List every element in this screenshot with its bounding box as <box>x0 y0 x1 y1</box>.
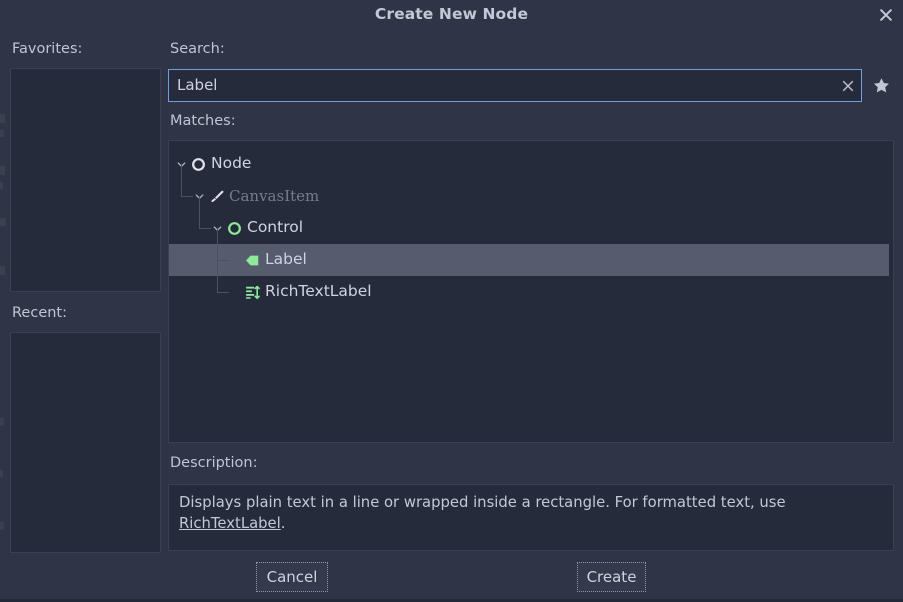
tree-item-label: RichTextLabel <box>265 282 372 301</box>
tree-item-label: CanvasItem <box>229 186 320 205</box>
richtextlabel-doc-link[interactable]: RichTextLabel <box>179 515 281 532</box>
control-circle-icon <box>224 220 244 237</box>
tree-guide-horizontal <box>181 196 193 197</box>
richtextlabel-icon <box>242 284 262 301</box>
star-icon[interactable] <box>868 72 895 99</box>
tree-item-node[interactable]: Node <box>169 148 893 180</box>
tree-guide-horizontal <box>199 228 211 229</box>
search-input[interactable]: Label <box>168 69 862 102</box>
tree-guide-vertical <box>217 228 218 260</box>
search-label: Search: <box>170 41 225 57</box>
description-text-before: Displays plain text in a line or wrapped… <box>179 494 786 511</box>
dialog-titlebar: Create New Node <box>0 0 903 29</box>
canvasitem-brush-icon <box>206 188 226 205</box>
tree-guide-horizontal <box>217 260 229 261</box>
background-bleed <box>0 30 9 570</box>
tree-guide-vertical <box>217 260 218 292</box>
node-circle-icon <box>188 156 208 173</box>
recent-list[interactable] <box>10 332 161 553</box>
matches-label: Matches: <box>170 113 236 129</box>
tree-item-label: Label <box>265 250 307 269</box>
description-text: Displays plain text in a line or wrapped… <box>179 492 883 534</box>
tree-guide-vertical <box>181 164 182 196</box>
cancel-button[interactable]: Cancel <box>256 562 328 592</box>
search-input-value: Label <box>177 78 218 93</box>
favorites-list[interactable] <box>10 68 161 292</box>
description-text-after: . <box>280 515 286 532</box>
tree-item-label: Node <box>211 154 252 173</box>
dialog-title: Create New Node <box>374 5 529 23</box>
recent-label: Recent: <box>12 305 67 321</box>
tree-item-label: Control <box>247 218 304 237</box>
label-tag-icon <box>242 252 262 269</box>
tree-item-label[interactable]: Label <box>169 244 889 276</box>
tree-guide-vertical <box>199 196 200 228</box>
tree-guide-horizontal <box>217 292 229 293</box>
create-button[interactable]: Create <box>577 562 646 592</box>
close-icon[interactable] <box>873 2 899 27</box>
description-label: Description: <box>170 455 258 471</box>
tree-item-canvasitem[interactable]: CanvasItem <box>169 180 893 212</box>
tree-item-control[interactable]: Control <box>169 212 893 244</box>
tree-item-richtextlabel[interactable]: RichTextLabel <box>169 276 893 308</box>
clear-x-icon[interactable] <box>835 70 861 101</box>
favorites-label: Favorites: <box>12 41 83 57</box>
description-panel: Displays plain text in a line or wrapped… <box>168 484 894 551</box>
